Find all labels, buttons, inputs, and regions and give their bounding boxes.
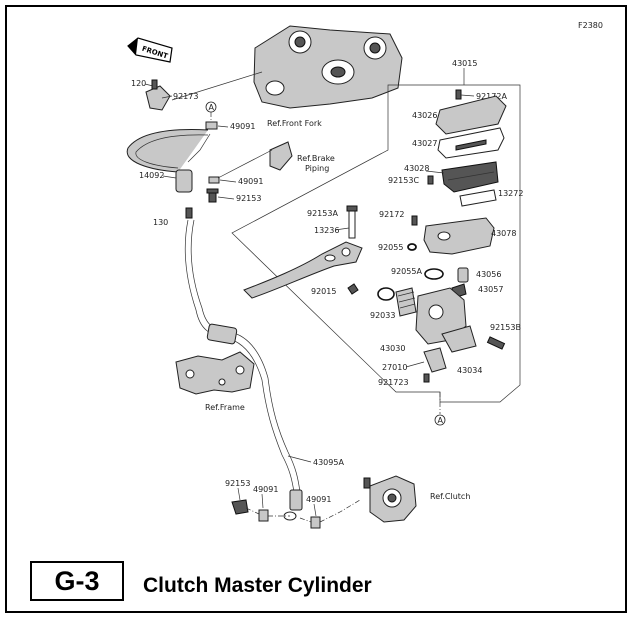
- handlebar-clamp: [441, 325, 477, 353]
- ref-clutch: Ref.Clutch: [430, 492, 470, 501]
- ref-frame: Ref.Frame: [205, 403, 245, 412]
- callout-a-bottom: [434, 414, 446, 426]
- label-92033: 92033: [370, 311, 395, 320]
- label-43030: 43030: [380, 344, 405, 353]
- banjo-washer-upper: [205, 121, 218, 130]
- piston-cup: [377, 287, 395, 301]
- label-92153a: 92153A: [307, 209, 338, 218]
- label-92153: 92153: [236, 194, 261, 203]
- label-120: 120: [131, 79, 146, 88]
- diagram-frame: [5, 5, 627, 613]
- master-cylinder-body: [423, 217, 495, 255]
- lower-washer-a: [258, 509, 269, 522]
- label-43026: 43026: [412, 111, 437, 120]
- clutch-hose-main: [184, 219, 295, 493]
- label-921723: 921723: [378, 378, 409, 387]
- banjo-washer-lower: [208, 176, 220, 184]
- figure-code: F2380: [578, 21, 603, 30]
- label-43056: 43056: [476, 270, 501, 279]
- label-43027: 43027: [412, 139, 437, 148]
- oring-92055: [407, 243, 417, 251]
- reservoir-screw: [427, 175, 434, 185]
- label-92153b: 92153B: [490, 323, 521, 332]
- upper-triple-clamp: [253, 25, 403, 109]
- label-43095a: 43095A: [313, 458, 344, 467]
- lever-nut: [347, 283, 359, 295]
- label-130: 130: [153, 218, 168, 227]
- lower-washer-b: [310, 516, 321, 529]
- ref-front-fork: Ref.Front Fork: [267, 119, 322, 128]
- callout-a-bottom-label: A: [438, 416, 444, 425]
- pivot-bolt: [348, 209, 356, 239]
- ref-brake-line1: Ref.Brake: [297, 154, 335, 163]
- label-43015: 43015: [452, 59, 477, 68]
- label-92055a: 92055A: [391, 267, 422, 276]
- diaphragm: [441, 161, 499, 193]
- label-43034: 43034: [457, 366, 482, 375]
- oring-92055a: [424, 268, 444, 280]
- label-92173: 92173: [173, 92, 198, 101]
- section-title: Clutch Master Cylinder: [143, 574, 372, 597]
- section-code-box: G-3: [30, 561, 124, 601]
- label-92055: 92055: [378, 243, 403, 252]
- frame-bracket: [175, 351, 255, 395]
- label-92015: 92015: [311, 287, 336, 296]
- label-49091-c: 49091: [253, 485, 278, 494]
- screw-92172: [411, 215, 418, 226]
- label-49091: 49091: [230, 122, 255, 131]
- hose-bolt-130: [185, 207, 193, 219]
- reservoir-band: [459, 189, 497, 207]
- label-49091-d: 49091: [306, 495, 331, 504]
- clutch-switch: [423, 347, 447, 373]
- label-14092: 14092: [139, 171, 164, 180]
- ref-brake-line2: Piping: [305, 164, 329, 173]
- cap-screw: [455, 89, 462, 100]
- clamp-bolt: [486, 336, 506, 350]
- label-92172a: 92172A: [476, 92, 507, 101]
- label-13236: 13236: [314, 226, 339, 235]
- brake-piping-bracket: [269, 141, 293, 171]
- clutch-hose-upper: [126, 129, 209, 173]
- hose-clamp-bracket: [145, 85, 171, 111]
- front-arrow-icon: FRONT: [127, 37, 173, 63]
- lower-banjo-fitting: [289, 489, 303, 511]
- clutch-release-cylinder: [363, 475, 417, 523]
- reservoir-cap: [435, 95, 507, 135]
- switch-43056: [457, 267, 469, 283]
- callout-a-top-label: A: [209, 103, 215, 112]
- lower-bolt-92153: [231, 499, 249, 515]
- label-92153c: 92153C: [388, 176, 419, 185]
- label-13272: 13272: [498, 189, 523, 198]
- label-43028: 43028: [404, 164, 429, 173]
- label-92172: 92172: [379, 210, 404, 219]
- hose-protector: [206, 323, 238, 345]
- banjo-fitting: [175, 169, 193, 193]
- label-92153-lower: 92153: [225, 479, 250, 488]
- switch-screw: [423, 373, 430, 383]
- label-49091-b: 49091: [238, 177, 263, 186]
- label-27010: 27010: [382, 363, 407, 372]
- label-43057: 43057: [478, 285, 503, 294]
- label-43078: 43078: [491, 229, 516, 238]
